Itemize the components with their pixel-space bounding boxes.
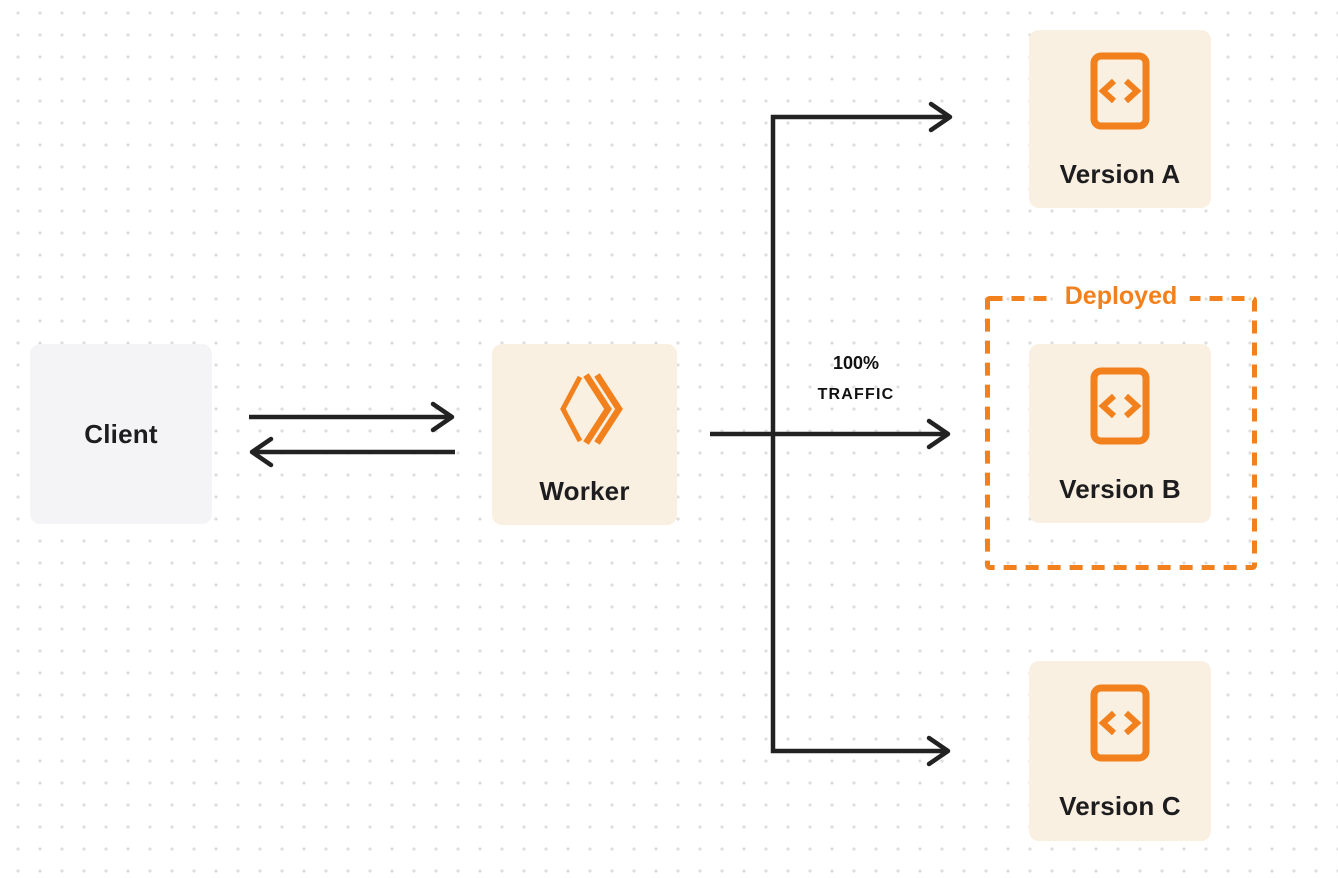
worker-node: Worker	[492, 344, 677, 525]
branch-lines	[710, 114, 950, 754]
arrowhead-to-version-b	[926, 418, 951, 450]
traffic-caption-text: TRAFFIC	[817, 386, 895, 403]
deployed-dashed-border	[985, 296, 1257, 570]
arrowhead-to-version-c	[926, 735, 951, 767]
traffic-annotation: 100% TRAFFIC	[793, 352, 919, 405]
deployed-label: Deployed	[1052, 279, 1190, 313]
code-file-icon	[1090, 52, 1150, 135]
worker-label: Worker	[539, 475, 630, 506]
code-file-icon	[1090, 367, 1150, 450]
arrow-worker-to-client	[249, 436, 455, 468]
deployed-group-outline: Deployed	[985, 279, 1257, 570]
version-b-node: Version B	[1029, 344, 1211, 523]
version-a-node: Version A	[1029, 30, 1211, 208]
client-label: Client	[84, 418, 158, 449]
version-a-label: Version A	[1059, 159, 1181, 189]
cloudflare-workers-logo-icon	[545, 369, 625, 454]
traffic-percent-text: 100%	[832, 353, 880, 373]
code-file-icon	[1090, 684, 1150, 767]
version-b-label: Version B	[1059, 473, 1181, 504]
version-c-node: Version C	[1029, 661, 1211, 841]
arrowhead-to-version-a	[928, 101, 953, 133]
version-c-label: Version C	[1059, 791, 1181, 821]
arrow-client-to-worker	[249, 401, 455, 433]
client-node: Client	[30, 344, 212, 524]
